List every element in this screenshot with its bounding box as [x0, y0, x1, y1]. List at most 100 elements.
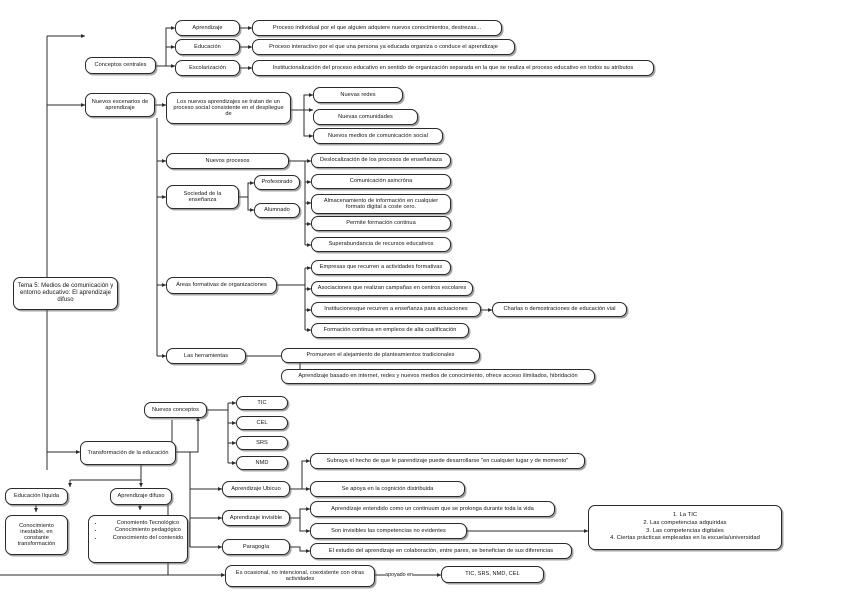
node-nuevas-comunidades[interactable]: Nuevas comunidades: [313, 109, 418, 125]
node-label: TIC: [257, 399, 267, 406]
node-herramienta-aprendizaje-internet[interactable]: Aprendizaje basado en internet, redes y …: [281, 369, 595, 384]
node-instituciones-ensenanza[interactable]: Institucionesque recurren a enseñanza pa…: [311, 302, 481, 317]
node-label: CEL: [256, 419, 268, 426]
root-node[interactable]: Tema 5: Medios de comunicación y entorno…: [13, 277, 118, 310]
node-nuevos-escenarios-statement[interactable]: Los nuevos aprendizajes se tratan de un …: [166, 92, 291, 124]
node-label: Escolarización: [189, 64, 226, 71]
node-label: Almacenamiento de información en cualqui…: [323, 197, 439, 210]
node-soporte-tecnologico[interactable]: TIC, SRS, NMD, CEL: [441, 566, 544, 583]
node-escolarizacion[interactable]: Escolarización: [175, 60, 240, 76]
bullet-item: Conomiento Tecnológico: [104, 520, 192, 526]
node-es-ocasional[interactable]: Es ocasional, no intencional, coexistent…: [225, 565, 375, 587]
node-nuevos-escenarios[interactable]: Nuevos escenarios de aprendizaje: [85, 93, 155, 117]
node-aprendizaje-ubicuo[interactable]: Aprendizaje Ubicuo: [222, 481, 290, 497]
node-label: Promueven el alejamiento de planteamient…: [306, 352, 455, 359]
node-charlas-educacion-vial[interactable]: Charlas o demostraciones de educación vi…: [492, 302, 627, 317]
node-label: Proceso individual por el que alguien ad…: [272, 24, 482, 31]
node-label: Es ocasional, no intencional, coexistent…: [235, 569, 365, 582]
node-nuevos-medios-comunicacion[interactable]: Nuevos medios de comunicación social: [313, 128, 443, 144]
node-invisible-detail-2[interactable]: Son invisibles las competencias no evide…: [310, 523, 467, 539]
node-deslocalizacion[interactable]: Deslocalización de los procesos de enseñ…: [311, 153, 451, 168]
bullet-item: Conocimiento pedagógico: [104, 527, 192, 533]
node-empresas-actividades-formativas[interactable]: Empresas que recurren a actividades form…: [311, 260, 451, 275]
node-label: Proceso interactivo por el que una perso…: [269, 43, 498, 50]
node-educacion-liquida[interactable]: Educación líquida: [5, 488, 68, 505]
node-label: Áreas formativas de organizaciones: [176, 282, 267, 289]
node-educacion[interactable]: Educación: [175, 39, 240, 55]
competencias-line-2: 2. Las competencias adquiridas: [643, 519, 727, 526]
node-label: TIC, SRS, NMD, CEL: [465, 571, 520, 578]
node-label: Empresas que recurren a actividades form…: [319, 264, 443, 271]
edge-label-apoyado-en: apoyado en: [385, 572, 414, 578]
node-acronym-tic[interactable]: TIC: [236, 396, 288, 410]
node-nuevos-conceptos[interactable]: Nuevos conceptos: [144, 402, 207, 418]
node-invisible-detail-1[interactable]: Aprendizaje entendido como un continuum …: [310, 501, 555, 517]
node-label: Las herramientas: [183, 352, 229, 359]
node-acronym-cel[interactable]: CEL: [236, 416, 288, 430]
node-label: Transformación de la educación: [87, 449, 169, 456]
node-aprendizaje[interactable]: Aprendizaje: [175, 20, 240, 36]
node-paragogia[interactable]: Paragogía: [222, 539, 290, 555]
node-label: Sociedad de la enseñanza: [183, 190, 222, 203]
node-label: Nuevas redes: [340, 91, 376, 98]
node-acronym-nmd[interactable]: NMD: [236, 456, 288, 470]
node-label: Aprendizaje basado en internet, redes y …: [298, 373, 578, 380]
node-profesorado[interactable]: Profesorado: [254, 175, 300, 190]
node-label: Aprendizaje entendido como un continuum …: [331, 505, 534, 512]
node-label: Institucionesque recurren a enseñanza pa…: [324, 306, 468, 313]
node-competencias-list[interactable]: 1. La TIC 2. Las competencias adquiridas…: [588, 505, 782, 550]
node-sociedad-ensenanza[interactable]: Sociedad de la enseñanza: [166, 185, 239, 209]
node-aprendizaje-difuso[interactable]: Aprendizaje difuso: [110, 488, 172, 505]
node-label: Aprendizaje Ubicuo: [231, 485, 281, 492]
node-acronym-srs[interactable]: SRS: [236, 436, 288, 450]
node-label: Conceptos centrales: [94, 62, 147, 69]
node-transformacion-educacion[interactable]: Transformación de la educación: [80, 441, 176, 465]
node-label: Educación líquida: [13, 493, 60, 500]
node-herramienta-alejamiento[interactable]: Promueven el alejamiento de planteamient…: [281, 348, 480, 363]
node-nuevas-redes[interactable]: Nuevas redes: [313, 87, 403, 103]
node-areas-formativas[interactable]: Áreas formativas de organizaciones: [166, 277, 277, 294]
node-educacion-definition[interactable]: Proceso interactivo por el que una perso…: [252, 39, 515, 55]
root-label: Tema 5: Medios de comunicación y entorno…: [17, 283, 114, 303]
node-aprendizaje-invisible[interactable]: Aprendizaje invisible: [222, 510, 290, 526]
node-label: Deslocalización de los procesos de enseñ…: [320, 157, 442, 164]
competencias-line-1: 1. La TIC: [672, 512, 698, 519]
node-superabundancia-recursos[interactable]: Superabundancia de recursos educativos: [311, 237, 451, 252]
node-label: Aprendizaje: [192, 24, 223, 31]
node-nuevos-procesos[interactable]: Nuevos procesos: [166, 153, 289, 169]
node-label: Comunicación asincróna: [349, 178, 413, 185]
node-label: SRS: [256, 439, 268, 446]
node-paragogia-detail-1[interactable]: El estudio del aprendizaje en colaboraci…: [310, 543, 572, 559]
node-label: Aprendizaje invisible: [229, 514, 283, 521]
node-label: Nuevos procesos: [205, 157, 250, 164]
node-formacion-continua-empleos[interactable]: Formación continua en empleos de alta cu…: [311, 323, 469, 338]
node-alumnado[interactable]: Alumnado: [254, 203, 300, 218]
node-label: El estudio del aprendizaje en colaboraci…: [328, 547, 554, 554]
node-aprendizaje-definition[interactable]: Proceso individual por el que alguien ad…: [252, 20, 502, 36]
competencias-line-4: 4. Ciertas prácticas empleadas en la esc…: [610, 535, 760, 542]
node-label: Asociaciones que realizan campañas en ce…: [317, 285, 467, 292]
node-label: Conocimiento inestable, en constante tra…: [17, 522, 56, 548]
node-ubicuo-detail-2[interactable]: Se apoya en la cognición distribuida: [310, 481, 465, 497]
node-permite-formacion-continua[interactable]: Permite formación continua: [311, 216, 451, 231]
node-las-herramientas[interactable]: Las herramientas: [166, 348, 246, 364]
node-label: Los nuevos aprendizajes se tratan de un …: [173, 98, 284, 118]
node-label: Alumnado: [264, 207, 290, 214]
node-almacenamiento-informacion[interactable]: Almacenamiento de información en cualqui…: [311, 194, 451, 214]
node-comunicacion-asincrona[interactable]: Comunicación asincróna: [311, 174, 451, 189]
node-asociaciones-campanas[interactable]: Asociaciones que realizan campañas en ce…: [311, 281, 473, 296]
node-ubicuo-detail-1[interactable]: Subraya el hecho de que le parendizaje p…: [310, 453, 585, 469]
node-label: Son invisibles las competencias no evide…: [331, 527, 446, 534]
node-conceptos-centrales[interactable]: Conceptos centrales: [85, 57, 156, 74]
node-label: Charlas o demostraciones de educación vi…: [503, 306, 616, 313]
node-label: NMD: [255, 459, 269, 466]
node-label: Nuevas comunidades: [338, 113, 393, 120]
node-aprendizaje-difuso-bullets[interactable]: Conomiento Tecnológico Conocimiento peda…: [88, 515, 188, 563]
node-label: Educación: [194, 43, 221, 50]
competencias-line-3: 3. Las competencias digitales: [646, 527, 724, 534]
node-conocimiento-inestable[interactable]: Conocimiento inestable, en constante tra…: [5, 515, 68, 555]
node-label: Institucionalización del proceso educati…: [272, 64, 634, 71]
node-escolarizacion-definition[interactable]: Institucionalización del proceso educati…: [252, 60, 654, 76]
node-label: Permite formación continua: [346, 220, 416, 227]
node-label: Nuevos escenarios de aprendizaje: [91, 98, 149, 111]
